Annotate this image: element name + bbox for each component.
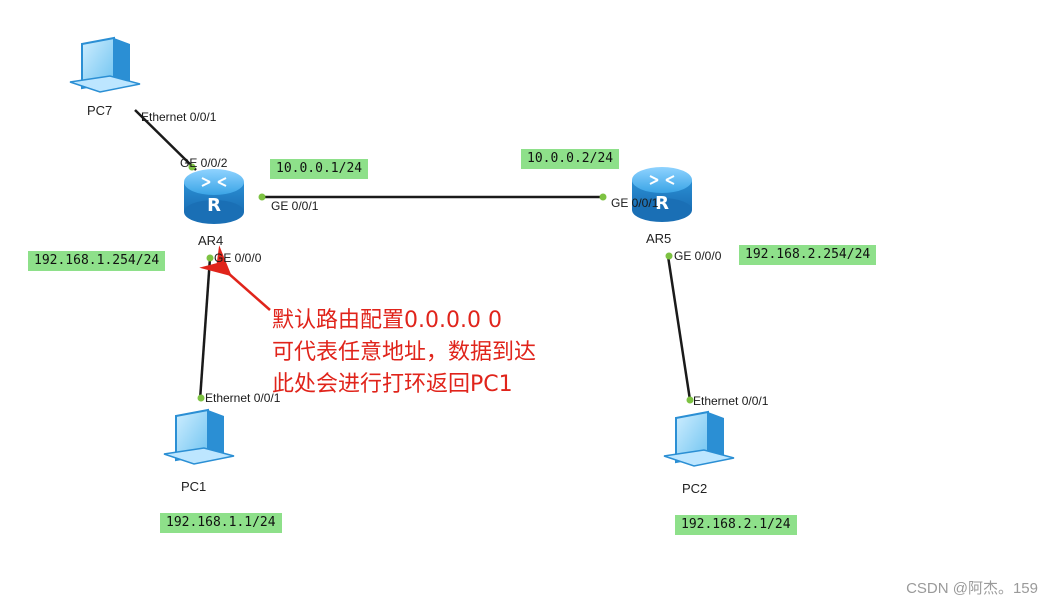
pc1-icon[interactable] [163,408,235,465]
port-dot-ar4-ge001 [258,193,266,201]
port-dot-ar5-ge000 [665,252,673,260]
annotation-arrow [199,245,271,311]
link-ar5-pc2 [666,255,692,401]
annotation-line-3: 此处会进行打环返回PC1 [272,372,513,397]
pc7-label: PC7 [87,103,113,118]
port-label-pc2-eth: Ethernet 0/0/1 [693,394,769,408]
port-dot-ar5-ge001 [599,193,607,201]
pc2-icon[interactable] [663,410,735,467]
ip-tag-ar5-wan: 10.0.0.2/24 [521,149,620,169]
port-dot-ar4-ge000 [206,254,214,262]
annotation-line-2: 可代表任意地址，数据到达 [272,340,537,365]
port-dot-pc2-eth [686,396,694,404]
pc2-label: PC2 [682,481,708,496]
ip-tag-pc2: 192.168.2.1/24 [675,515,797,535]
port-dot-ar4-ge002 [188,163,196,171]
ar5-label: AR5 [646,231,672,246]
port-label-ar4-ge001: GE 0/0/1 [271,199,319,213]
port-label-ar4-ge000: GE 0/0/0 [214,251,262,265]
pc7-icon[interactable] [69,36,141,93]
pc1-label: PC1 [181,479,207,494]
link-pc7-ar4 [134,109,197,171]
port-label-ar5-ge001: GE 0/0/1 [611,196,659,210]
link-ar4-pc1 [198,257,212,401]
svg-text:R: R [655,193,669,214]
port-label-pc7-eth: Ethernet 0/0/1 [141,110,217,124]
port-label-ar5-ge000: GE 0/0/0 [674,249,722,263]
port-label-ar4-ge002: GE 0/0/2 [180,156,228,170]
ip-tag-pc1: 192.168.1.1/24 [160,513,282,533]
svg-text:R: R [207,195,221,216]
annotation-line-1: 默认路由配置0.0.0.0 0 [272,308,502,333]
ip-tag-ar4-lan: 192.168.1.254/24 [28,251,166,271]
ip-tag-ar5-lan: 192.168.2.254/24 [739,245,877,265]
ar4-label: AR4 [198,233,224,248]
ar4-router-icon[interactable]: R [184,169,244,224]
ip-tag-ar4-wan: 10.0.0.1/24 [270,159,369,179]
csdn-watermark: CSDN @阿杰。159 [906,580,1038,597]
port-label-pc1-eth: Ethernet 0/0/1 [205,391,281,405]
ar5-router-icon[interactable]: R [632,167,692,222]
port-dot-pc1-eth [197,394,205,402]
